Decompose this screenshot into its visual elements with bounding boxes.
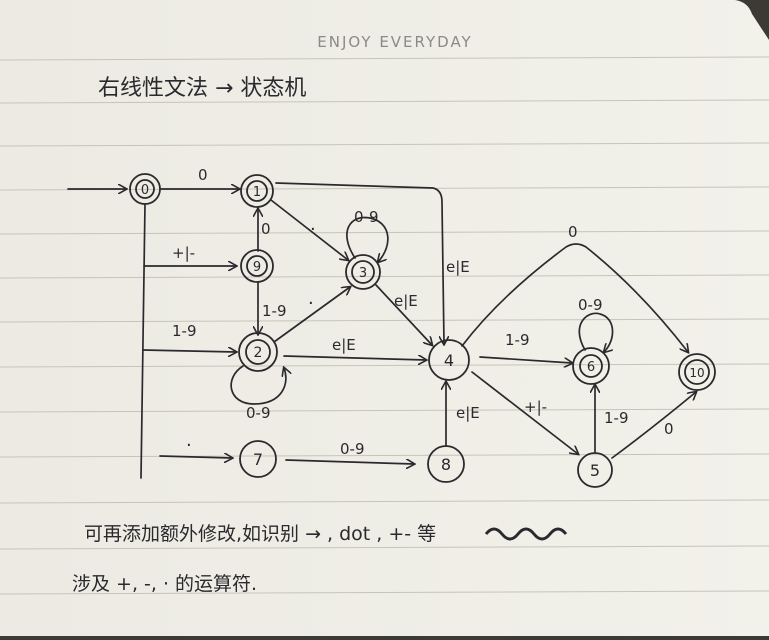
- edge-s4-s10: [461, 243, 688, 352]
- note-line-1: 可再添加额外修改,如识别 → , dot , +- 等: [84, 523, 436, 545]
- loop-s2: [230, 365, 286, 405]
- svg-text:5: 5: [590, 461, 600, 480]
- edge-s0-s2: [142, 350, 236, 352]
- label-s9-s2: 1-9: [262, 302, 287, 320]
- edges: [67, 182, 696, 479]
- state-6: 6: [572, 347, 610, 385]
- svg-text:10: 10: [689, 366, 704, 380]
- edge-s1-s3: [270, 199, 348, 260]
- edge-s4-s6: [479, 356, 572, 363]
- edge-s2-s4: [283, 356, 426, 360]
- svg-text:9: 9: [253, 260, 261, 275]
- edge-trunk: [140, 203, 146, 479]
- note-line-2: 涉及 +, -, · 的运算符.: [72, 573, 257, 595]
- label-s2-s4: e|E: [332, 336, 356, 354]
- edge-s7-s8: [285, 460, 414, 464]
- svg-text:6: 6: [587, 360, 595, 375]
- page-title: 右线性文法 → 状态机: [98, 76, 306, 101]
- loop-s6: [578, 312, 614, 352]
- label-s0-s9: +|-: [172, 244, 195, 262]
- state-2: 2: [238, 332, 278, 372]
- svg-text:1: 1: [253, 185, 261, 200]
- label-s4-s5: +|-: [524, 398, 547, 416]
- state-8: 8: [427, 445, 465, 483]
- label-s9-s1: 0: [261, 220, 271, 238]
- loop-s3: [346, 216, 389, 262]
- label-s1-s4: e|E: [446, 258, 470, 276]
- label-s7-s8: 0-9: [340, 440, 365, 458]
- state-10: 10: [678, 353, 716, 391]
- state-0: 0: [129, 173, 161, 205]
- edge-s3-s4: [375, 284, 432, 345]
- state-9: 9: [240, 249, 274, 283]
- edge-labels: 0 0 +|- . 0-9 1-9 . e|E e|E 1-9 e|E 0-9 …: [172, 166, 674, 458]
- state-4: 4: [428, 339, 470, 381]
- label-s4-s10: 0: [568, 223, 578, 241]
- state-5: 5: [577, 452, 613, 488]
- label-s0-s1: 0: [198, 166, 208, 184]
- edge-s0-s7: [159, 456, 232, 458]
- edge-s1-s4: [275, 182, 444, 344]
- label-s0-s7: .: [186, 430, 192, 451]
- edge-s2-s3: [273, 287, 350, 343]
- scribble-strikeout: [484, 527, 568, 541]
- svg-text:3: 3: [359, 266, 367, 281]
- state-3: 3: [345, 254, 381, 290]
- label-s2-s3: .: [308, 288, 314, 309]
- svg-text:7: 7: [253, 450, 263, 469]
- state-1: 1: [240, 174, 274, 208]
- notebook-header: ENJOY EVERYDAY: [317, 33, 472, 51]
- svg-text:0: 0: [141, 183, 149, 198]
- label-s2-loop: 0-9: [246, 404, 271, 422]
- label-s6-loop: 0-9: [578, 296, 603, 314]
- label-s3-loop: 0-9: [354, 208, 379, 226]
- edge-s5-s10: [611, 392, 696, 459]
- label-s0-s2: 1-9: [172, 322, 197, 340]
- label-s5-s6: 1-9: [604, 409, 629, 427]
- ruled-lines: [0, 56, 769, 595]
- svg-text:8: 8: [441, 455, 451, 474]
- svg-text:4: 4: [444, 351, 454, 370]
- label-s1-s3: .: [310, 214, 316, 235]
- state-7: 7: [239, 440, 277, 478]
- edge-s4-s5: [471, 371, 578, 454]
- label-s4-s6: 1-9: [505, 331, 530, 349]
- svg-text:2: 2: [254, 345, 263, 361]
- label-s8-s4: e|E: [456, 404, 480, 422]
- label-s5-s10: 0: [664, 420, 674, 438]
- label-s3-s4: e|E: [394, 292, 418, 310]
- states: 0 1 9 3 2 4 6 10: [129, 173, 716, 488]
